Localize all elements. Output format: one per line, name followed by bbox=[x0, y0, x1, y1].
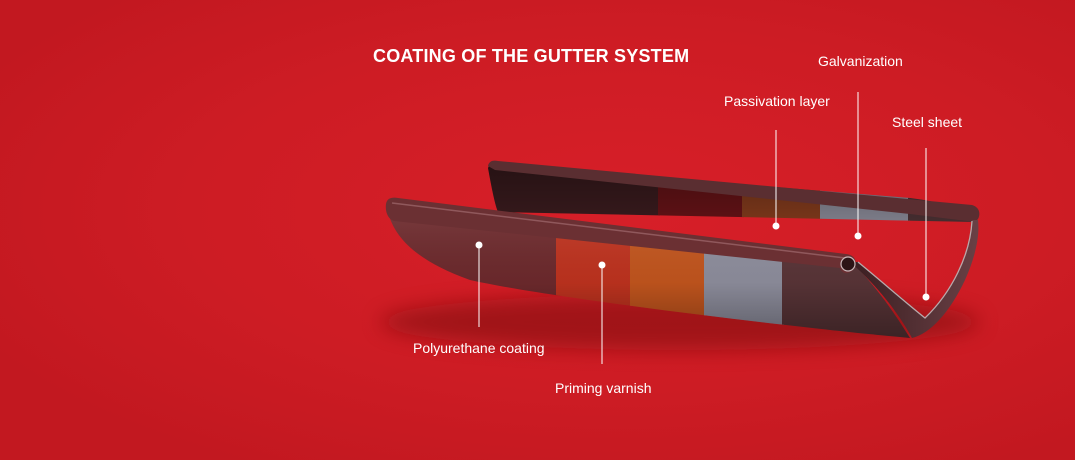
label-steel-sheet: Steel sheet bbox=[892, 114, 963, 130]
marker-dot-polyurethane bbox=[475, 241, 483, 249]
marker-dot-passivation bbox=[772, 222, 780, 230]
label-passivation-layer: Passivation layer bbox=[724, 93, 830, 109]
marker-dot-steel bbox=[922, 293, 930, 301]
marker-dot-priming bbox=[598, 261, 606, 269]
label-galvanization: Galvanization bbox=[818, 53, 903, 69]
gutter-bead-end bbox=[840, 256, 856, 272]
diagram-title: COATING OF THE GUTTER SYSTEM bbox=[373, 46, 690, 66]
label-polyurethane-coating: Polyurethane coating bbox=[413, 340, 545, 356]
gutter-bead-highlight bbox=[391, 202, 846, 259]
gutter-back-rim bbox=[488, 160, 980, 222]
gutter-end-section bbox=[850, 220, 979, 338]
gutter-end-edge bbox=[857, 220, 973, 319]
label-priming-varnish: Priming varnish bbox=[555, 380, 652, 396]
marker-dot-galvanization bbox=[854, 232, 862, 240]
